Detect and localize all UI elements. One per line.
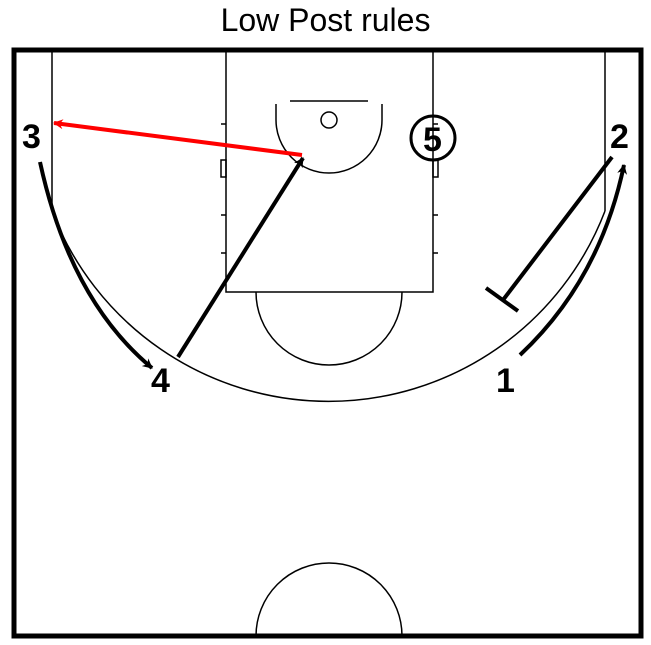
- player-3: 3: [22, 118, 41, 156]
- restricted-arc: [275, 104, 383, 174]
- player-1: 1: [496, 362, 515, 400]
- screen-line-2: [501, 155, 614, 302]
- player-2: 2: [610, 118, 629, 156]
- cut-arrow-3-to-4: [38, 161, 154, 370]
- three-point-arc: [51, 210, 606, 403]
- diagram-title: Low Post rules: [220, 2, 431, 38]
- screen-bar: [484, 286, 520, 313]
- pass-arrow-4-to-post: [176, 156, 305, 359]
- player-5-circle: [409, 114, 457, 162]
- lane: [225, 49, 434, 293]
- pass-arrow-to-3: [53, 119, 303, 157]
- center-circle: [255, 562, 403, 637]
- rim: [320, 111, 338, 129]
- court-boundary: [11, 47, 644, 639]
- player-4: 4: [151, 362, 170, 400]
- cut-arrow-1-to-2: [518, 164, 628, 357]
- free-throw-circle: [255, 291, 403, 366]
- player-5: 5: [423, 121, 442, 159]
